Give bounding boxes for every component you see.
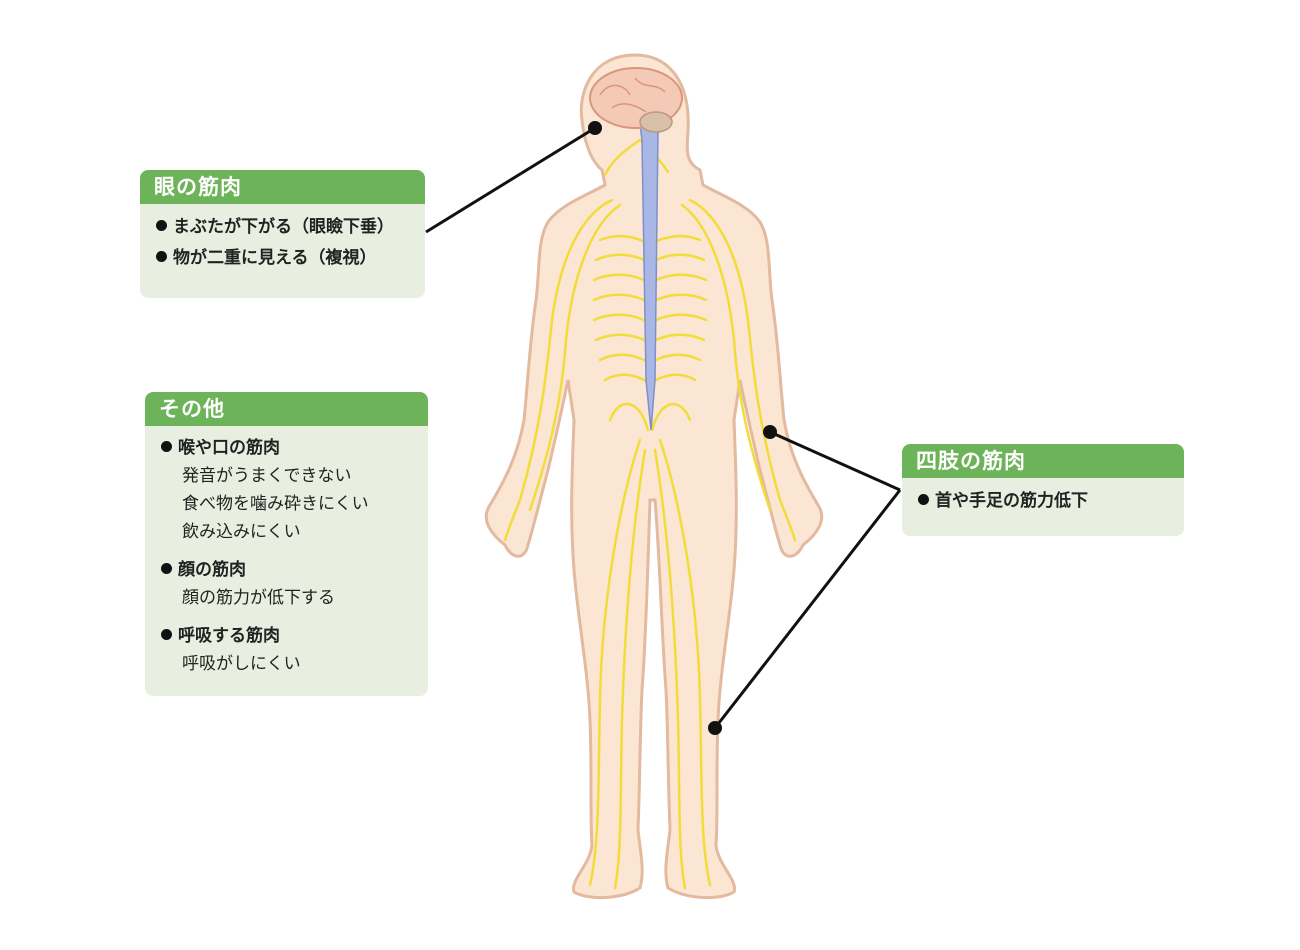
bullet-icon [161, 563, 172, 574]
bullet-icon [161, 629, 172, 640]
other-muscle-card: その他 喉や口の筋肉 発音がうまくできない 食べ物を噛み砕きにくい 飲み込みにく… [145, 392, 428, 696]
bullet-icon [156, 220, 167, 231]
eye-muscle-card: 眼の筋肉 まぶたが下がる（眼瞼下垂） 物が二重に見える（複視） [140, 170, 425, 298]
limb-muscle-title: 四肢の筋肉 [902, 444, 1184, 478]
bullet-icon [161, 441, 172, 452]
nerve-network [503, 138, 797, 890]
bullet-icon [918, 494, 929, 505]
limb-muscle-card: 四肢の筋肉 首や手足の筋力低下 [902, 444, 1184, 536]
connector-lines [425, 126, 902, 729]
other-group-throat: 喉や口の筋肉 発音がうまくできない 食べ物を噛み砕きにくい 飲み込みにくい [161, 434, 412, 546]
body-silhouette [484, 53, 824, 900]
eye-item: 物が二重に見える（複視） [156, 243, 409, 274]
other-group-breathing: 呼吸する筋肉 呼吸がしにくい [161, 622, 412, 678]
other-muscle-title: その他 [145, 392, 428, 426]
other-group-face: 顔の筋肉 顔の筋力が低下する [161, 556, 412, 612]
brain [589, 67, 683, 133]
eye-muscle-title: 眼の筋肉 [140, 170, 425, 204]
limb-item: 首や手足の筋力低下 [918, 486, 1168, 517]
eye-item: まぶたが下がる（眼瞼下垂） [156, 212, 409, 243]
connector-dots [588, 121, 777, 735]
bullet-icon [156, 251, 167, 262]
